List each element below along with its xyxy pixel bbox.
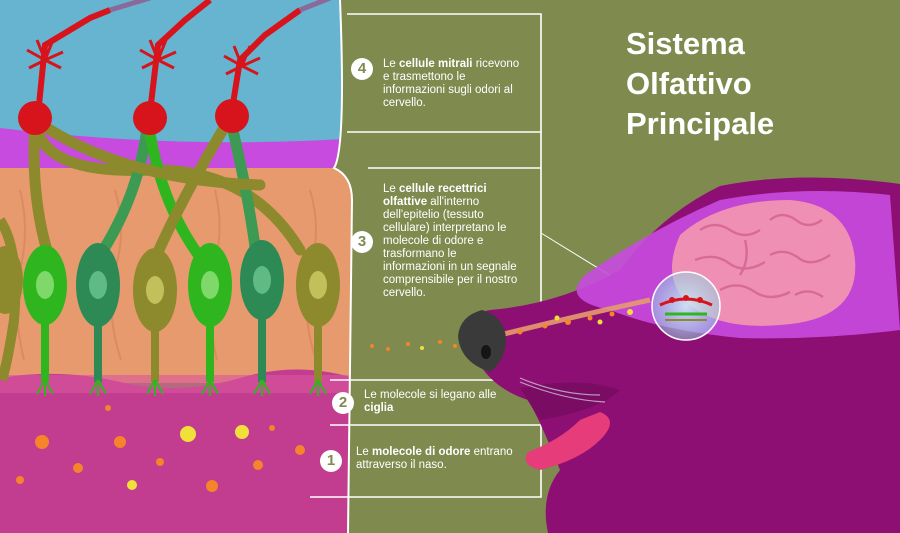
receptor-cell: [240, 240, 284, 382]
dog-tongue: [525, 412, 610, 470]
step-number-badge: 3: [351, 231, 373, 253]
step-1: 1 Le molecole di odore entrano attravers…: [320, 446, 526, 472]
step-description: Le cellule recettrici olfattive all'inte…: [383, 183, 518, 299]
receptor-cells: [0, 217, 340, 382]
step-4: 4 Le cellule mitrali ricevono e trasmett…: [351, 58, 521, 110]
mucus-layer: [0, 369, 352, 533]
dog-mouth: [520, 382, 620, 420]
step-description: Le molecole si legano alle ciglia: [364, 389, 497, 414]
mitral-cell: [215, 0, 331, 133]
incoming-molecules: [370, 340, 457, 351]
step-number-badge: 4: [351, 58, 373, 80]
mitral-cells: [18, 0, 331, 135]
title-line: Olfattivo: [626, 66, 752, 101]
step-3: 3 Le cellule recettrici olfattive all'in…: [351, 183, 521, 300]
step-description: Le molecole di odore entrano attraverso …: [356, 446, 513, 471]
title-line: Principale: [626, 106, 775, 141]
title-line: Sistema: [626, 26, 745, 61]
receptor-cell: [0, 217, 23, 382]
step-description: Le cellule mitrali ricevono e trasmetton…: [383, 58, 520, 109]
dog-head: [458, 177, 900, 533]
cell-cross-section: [0, 0, 352, 533]
nasal-molecules: [517, 311, 615, 335]
mitral-cell: [18, 0, 151, 135]
mitral-cell: [133, 0, 212, 135]
brain-folds: [694, 213, 831, 299]
step-number-badge: 2: [332, 392, 354, 414]
dog-nose: [458, 310, 506, 372]
receptor-cell: [23, 245, 67, 382]
odor-molecules: [16, 405, 305, 492]
cilia: [36, 379, 327, 396]
receptor-cell: [76, 243, 120, 382]
bulb-detail: [659, 295, 713, 321]
panel-border: [332, 0, 354, 533]
receptor-cell: [133, 248, 177, 382]
step-2: 2 Le molecole si legano alle ciglia: [332, 389, 514, 415]
receptor-cell: [296, 243, 340, 382]
step-number-badge: 1: [320, 450, 342, 472]
receptor-cell: [188, 243, 232, 382]
olfactory-bulb: [651, 271, 721, 341]
page-title: Sistema Olfattivo Principale: [626, 24, 774, 144]
